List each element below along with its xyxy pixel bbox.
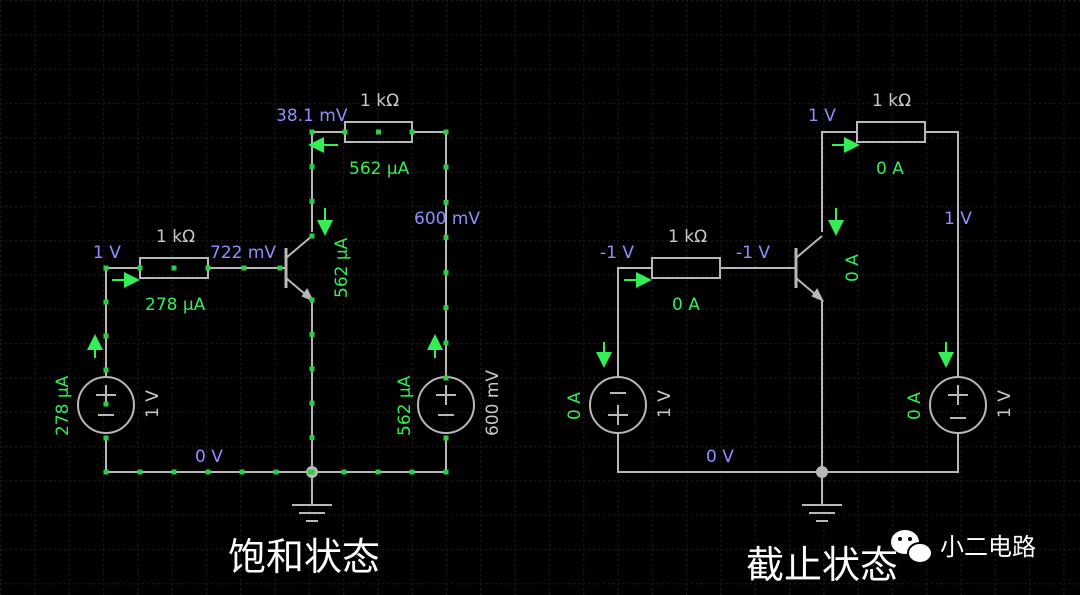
sat-ground-voltage: 0 V: [195, 447, 223, 467]
cut-right-source[interactable]: [929, 376, 987, 434]
current-dot: [205, 469, 211, 475]
cut-transistor-current: 0 A: [843, 254, 863, 282]
current-dot: [103, 469, 109, 475]
cut-wire-bottom: [617, 432, 959, 473]
current-dot: [103, 299, 109, 305]
sat-supply-node-voltage: 600 mV: [414, 209, 480, 229]
current-dot: [103, 401, 109, 407]
current-dot: [409, 129, 415, 135]
current-dot: [443, 305, 449, 311]
cut-ground-voltage: 0 V: [706, 447, 734, 467]
current-dot: [443, 199, 449, 205]
cut-right-source-current: 0 A: [905, 392, 925, 420]
current-dot: [137, 469, 143, 475]
current-dot: [443, 129, 449, 135]
sat-left-source-current: 278 μA: [53, 375, 73, 436]
cut-right-source-voltage: 1 V: [995, 390, 1015, 418]
cut-base-resistor-label: 1 kΩ: [668, 227, 707, 247]
cut-wire-collector: [821, 131, 857, 232]
cut-base-voltage: -1 V: [736, 243, 770, 263]
current-dot: [309, 129, 315, 135]
current-dot: [239, 469, 245, 475]
cut-collector-resistor-label: 1 kΩ: [872, 91, 911, 111]
cut-caption: 截止状态: [746, 543, 898, 587]
current-dot: [409, 469, 415, 475]
current-dot: [376, 129, 381, 135]
current-dot: [241, 265, 247, 271]
cut-collector-voltage: 1 V: [808, 106, 836, 126]
current-dot: [309, 297, 315, 303]
current-dot: [375, 469, 381, 475]
current-dot: [171, 265, 177, 271]
cut-base-current: 0 A: [672, 295, 700, 315]
cut-wire-supply: [925, 131, 959, 378]
current-dot: [443, 469, 449, 475]
cut-collector-resistor[interactable]: [856, 121, 926, 143]
cut-current-arrows: [596, 137, 954, 368]
sat-transistor[interactable]: [280, 235, 315, 303]
sat-base-node-voltage: 1 V: [93, 243, 121, 263]
current-dot: [205, 265, 211, 271]
wechat-icon: [891, 530, 933, 564]
sat-base-resistor-label: 1 kΩ: [156, 227, 195, 247]
sat-right-source-voltage: 600 mV: [483, 370, 503, 436]
current-dot: [309, 331, 315, 337]
sat-base-current: 278 μA: [145, 295, 206, 315]
sat-current-dots: [103, 129, 449, 475]
current-dot: [443, 164, 449, 170]
current-dot: [103, 265, 109, 271]
sat-right-source-current: 562 μA: [395, 375, 415, 436]
current-dot: [342, 129, 348, 135]
cut-ground-symbol: [802, 504, 842, 522]
current-dot: [103, 367, 109, 373]
cut-left-source[interactable]: [589, 376, 647, 434]
sat-base-voltage: 722 mV: [210, 243, 276, 263]
cut-base-node-voltage: -1 V: [600, 243, 634, 263]
current-dot: [443, 340, 449, 346]
current-dot: [443, 270, 449, 276]
current-dot: [103, 435, 109, 441]
current-dot: [309, 366, 315, 372]
current-dot: [341, 469, 347, 475]
cut-collector-current: 0 A: [876, 159, 904, 179]
sat-ground-symbol: [292, 504, 332, 522]
cutoff-circuit[interactable]: [589, 121, 987, 522]
cut-transistor[interactable]: [790, 235, 825, 303]
cut-base-resistor[interactable]: [651, 257, 721, 279]
cut-ground-node: [816, 466, 828, 478]
current-dot: [277, 265, 283, 271]
current-dot: [273, 469, 279, 475]
current-dot: [309, 435, 315, 441]
cut-supply-node-voltage: 1 V: [944, 209, 972, 229]
cut-left-source-voltage: 1 V: [655, 390, 675, 418]
current-dot: [309, 400, 315, 406]
sat-current-arrows: [87, 137, 443, 358]
current-dot: [443, 234, 449, 240]
sat-left-source-voltage: 1 V: [143, 390, 163, 418]
sat-caption: 饱和状态: [228, 535, 380, 579]
current-dot: [171, 469, 177, 475]
sat-collector-resistor-label: 1 kΩ: [360, 91, 399, 111]
cut-wire-base-loop: [617, 267, 652, 378]
sat-transistor-current: 562 μA: [332, 237, 352, 298]
current-dot: [309, 198, 315, 204]
current-dot: [307, 469, 313, 475]
cut-left-source-current: 0 A: [565, 392, 585, 420]
watermark-text: 小二电路: [940, 533, 1036, 561]
current-dot: [103, 333, 109, 339]
current-dot: [443, 375, 449, 381]
current-dot: [309, 164, 315, 170]
current-dot: [309, 233, 315, 239]
current-dot: [137, 265, 143, 271]
current-dot: [443, 435, 449, 441]
sat-collector-current: 562 μA: [349, 159, 410, 179]
sat-collector-voltage: 38.1 mV: [276, 106, 348, 126]
